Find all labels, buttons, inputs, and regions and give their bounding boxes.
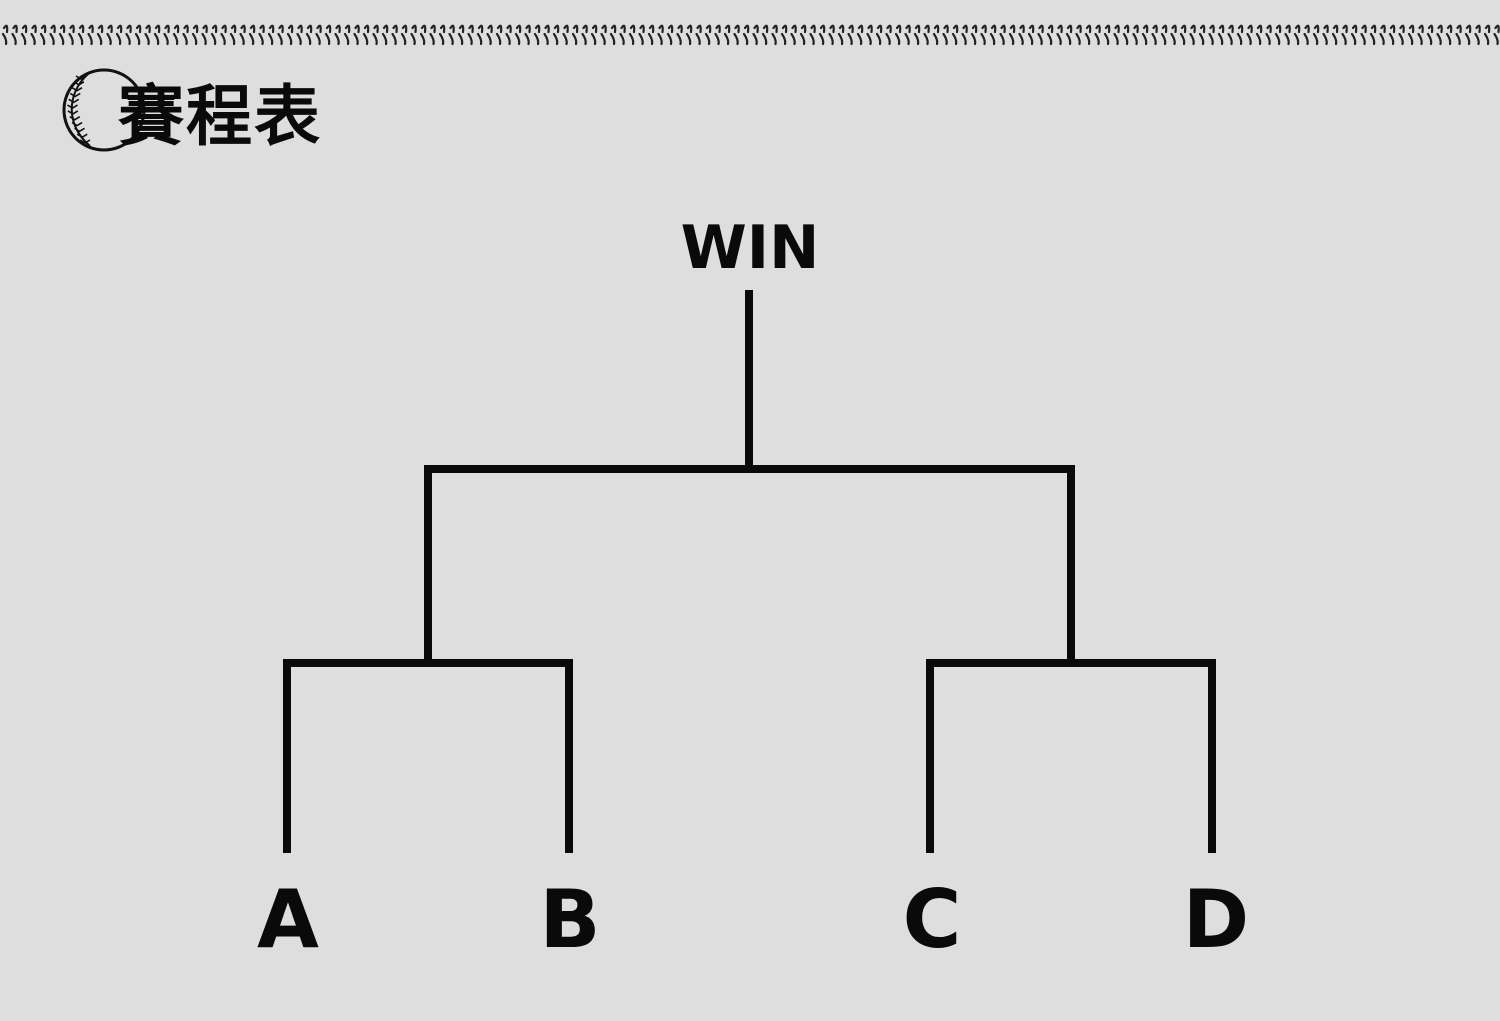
baseball-stitch-border — [1, 24, 1500, 46]
winner-label: WIN — [680, 213, 820, 283]
final-bracket-line — [424, 465, 1075, 662]
team-label-c: C — [902, 873, 962, 966]
page-title: 賽程表 — [118, 78, 322, 155]
baseball-seam-stitches — [67, 75, 91, 144]
semifinal-right-bracket-line — [926, 659, 1216, 853]
baseball-icon — [62, 68, 146, 152]
stitch-pattern — [1, 24, 1500, 46]
team-label-a: A — [257, 873, 319, 966]
team-label-b: B — [539, 873, 601, 966]
team-label-d: D — [1182, 873, 1250, 966]
semifinal-left-bracket-line — [283, 659, 573, 853]
